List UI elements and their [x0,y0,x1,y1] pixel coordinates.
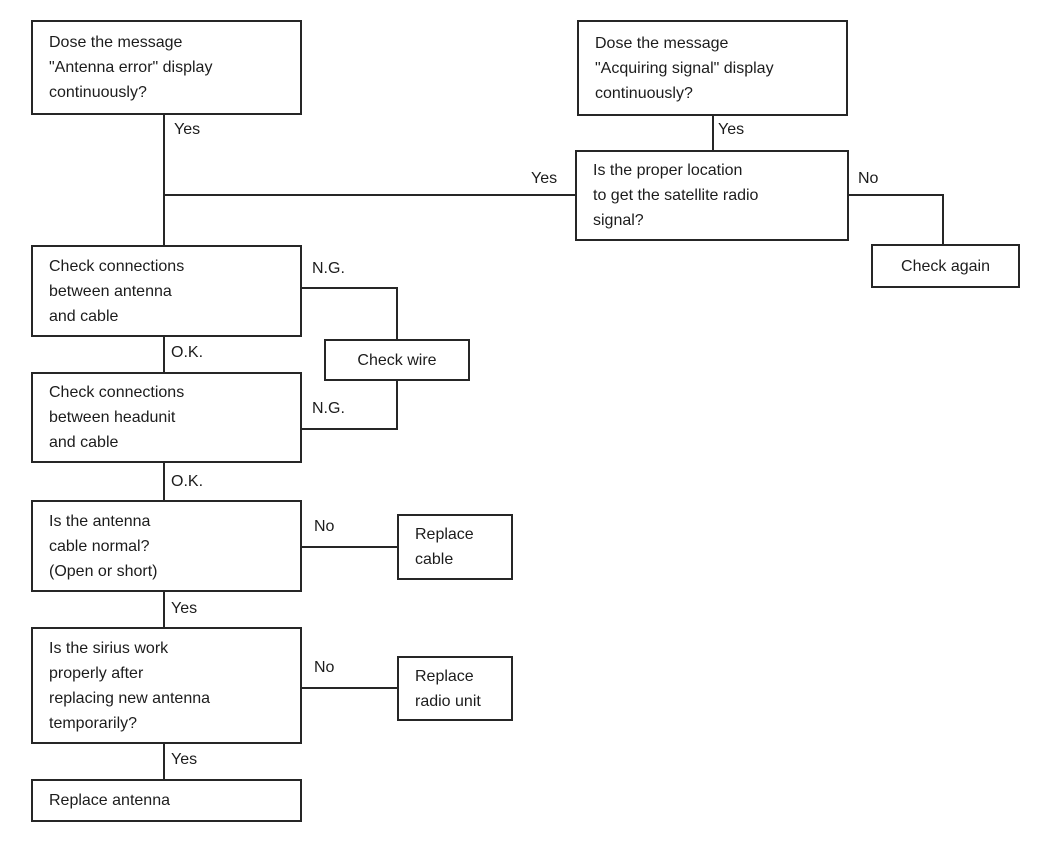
node-replace-cable-text: Replace cable [415,526,474,568]
connector-antenna-error-yes-line [163,115,165,245]
edge-label-cable-normal-no: No [314,517,335,536]
node-antenna-cable-normal-text: Is the antenna cable normal? (Open or sh… [49,512,158,580]
connector-cable-normal-yes-line [163,592,165,627]
edge-label-sirius-work-yes: Yes [171,750,198,769]
edge-label-conn-headunit-ok: O.K. [171,472,204,491]
edge-label-proper-location-no: No [858,169,879,188]
node-check-wire: Check wire [324,339,470,381]
node-check-connections-antenna-text: Check connections between antenna and ca… [49,257,185,325]
connector-cable-normal-no-line [302,546,397,548]
edge-label-sirius-work-no: No [314,658,335,677]
node-proper-location-question: Is the proper location to get the satell… [575,150,849,241]
connector-acquiring-signal-yes-line [712,116,714,150]
node-check-again-text: Check again [901,257,990,275]
edge-label-cable-normal-yes: Yes [171,599,198,618]
edge-label-conn-antenna-ok: O.K. [171,343,204,362]
node-acquiring-signal-question: Dose the message "Acquiring signal" disp… [577,20,848,116]
connector-proper-location-no-vertical [942,194,944,244]
node-check-wire-text: Check wire [357,351,437,369]
edge-label-antenna-error-yes: Yes [174,120,201,139]
connector-sirius-work-no-line [302,687,397,689]
node-replace-radio-unit-text: Replace radio unit [415,667,481,710]
node-antenna-error-text: Dose the message "Antenna error" display… [49,34,213,101]
connector-conn-headunit-ng-horizontal [302,428,398,430]
node-antenna-error-question: Dose the message "Antenna error" display… [31,20,302,115]
edge-label-acquiring-signal-yes: Yes [718,120,745,139]
node-check-connections-headunit-text: Check connections between headunit and c… [49,384,185,451]
node-replace-antenna-text: Replace antenna [49,792,170,809]
connector-conn-antenna-ok-line [163,337,165,372]
edge-label-conn-headunit-ng: N.G. [312,399,345,418]
connector-proper-location-no-horizontal [849,194,944,196]
node-check-connections-headunit: Check connections between headunit and c… [31,372,302,463]
connector-conn-headunit-ng-vertical [396,381,398,430]
node-antenna-cable-normal-question: Is the antenna cable normal? (Open or sh… [31,500,302,592]
node-replace-antenna: Replace antenna [31,779,302,822]
node-sirius-work-question: Is the sirius work properly after replac… [31,627,302,744]
connector-conn-headunit-ok-line [163,463,165,500]
node-acquiring-signal-text: Dose the message "Acquiring signal" disp… [595,34,774,102]
node-check-connections-antenna: Check connections between antenna and ca… [31,245,302,337]
connector-conn-antenna-ng-horizontal [302,287,398,289]
node-sirius-work-text: Is the sirius work properly after replac… [49,639,211,732]
edge-label-conn-antenna-ng: N.G. [312,259,345,278]
node-check-again: Check again [871,244,1020,288]
node-replace-cable: Replace cable [397,514,513,580]
connector-sirius-work-yes-line [163,744,165,779]
connector-conn-antenna-ng-vertical [396,287,398,339]
node-replace-radio-unit: Replace radio unit [397,656,513,721]
node-proper-location-text: Is the proper location to get the satell… [593,162,759,229]
connector-proper-location-yes-line [163,194,576,196]
edge-label-proper-location-yes: Yes [531,169,558,188]
